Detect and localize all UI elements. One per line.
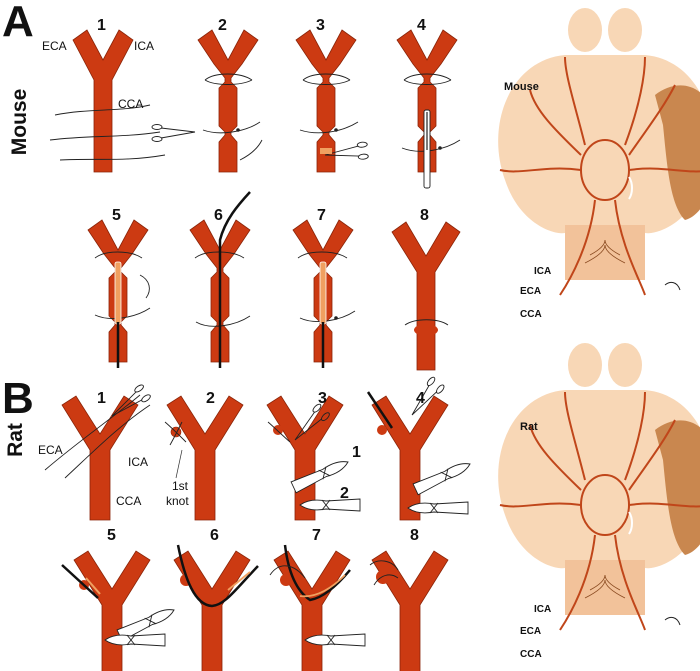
mouse-brain: Mouse ICA ECA CCA: [497, 7, 700, 320]
mouse-step-8: [391, 221, 461, 371]
mouse-brain-cca: CCA: [520, 309, 542, 320]
mouse-step-number-4: 4: [417, 17, 426, 34]
rat-step-4: [366, 375, 473, 521]
mouse-step-6: [189, 191, 251, 368]
rat-brain-ica: ICA: [534, 604, 551, 615]
rat-clamp-label-2: 2: [340, 485, 349, 502]
rat-step-8: [369, 550, 449, 671]
rat-knot-label-1: 1st: [172, 479, 189, 493]
rat-label-eca: ECA: [38, 443, 63, 457]
rat-label-cca: CCA: [116, 494, 141, 508]
mouse-step-number-1: 1: [97, 17, 106, 34]
rat-step-7: [269, 544, 366, 671]
mouse-label-eca: ECA: [42, 39, 67, 53]
rat-step-3: 1 2: [266, 395, 361, 521]
species-label-mouse: Mouse: [8, 89, 31, 156]
rat-step-number-2: 2: [206, 390, 215, 407]
mouse-step-number-6: 6: [214, 207, 223, 224]
rat-step-number-4: 4: [416, 390, 425, 407]
rat-clamp-label-1: 1: [352, 444, 361, 461]
panel-rat: B Rat ECA ICA CCA 1 1st knot 2: [2, 374, 473, 671]
rat-step-number-7: 7: [312, 527, 321, 544]
mouse-brain-ica: ICA: [534, 266, 551, 277]
mouse-step-7: [292, 219, 356, 368]
mouse-step-number-2: 2: [218, 17, 227, 34]
mouse-step-5: [87, 219, 151, 368]
rat-brain-cca: CCA: [520, 649, 542, 660]
mouse-step-3: [295, 29, 369, 173]
mouse-step-2: [197, 29, 263, 173]
mouse-step-number-5: 5: [112, 207, 121, 224]
rat-label-ica: ICA: [128, 455, 148, 469]
mouse-step-number-3: 3: [316, 17, 325, 34]
mouse-label-ica: ICA: [134, 39, 154, 53]
mouse-brain-title: Mouse: [504, 81, 539, 93]
panel-mouse: A Mouse ECA ICA CCA 1 2: [2, 0, 461, 371]
mouse-step-number-7: 7: [317, 207, 326, 224]
rat-step-number-8: 8: [410, 527, 419, 544]
mouse-step-1: ECA ICA CCA: [42, 29, 196, 173]
rat-knot-label-2: knot: [166, 494, 189, 508]
species-label-rat: Rat: [4, 423, 27, 457]
rat-step-number-1: 1: [97, 390, 106, 407]
rat-step-number-6: 6: [210, 527, 219, 544]
rat-step-number-3: 3: [318, 390, 327, 407]
mouse-step-number-8: 8: [420, 207, 429, 224]
rat-step-1: ECA ICA CCA: [38, 383, 152, 521]
rat-step-2: 1st knot: [164, 395, 244, 521]
panel-letter-b: B: [2, 374, 34, 423]
rat-brain: Rat ICA ECA CCA: [497, 342, 700, 660]
mouse-label-cca: CCA: [118, 97, 143, 111]
rat-step-6: [173, 544, 259, 671]
mouse-brain-eca: ECA: [520, 286, 541, 297]
rat-step-5: [61, 550, 177, 671]
rat-step-number-5: 5: [107, 527, 116, 544]
rat-brain-eca: ECA: [520, 626, 541, 637]
panel-letter-a: A: [2, 0, 34, 46]
mouse-step-4: [396, 29, 461, 189]
rat-brain-title: Rat: [520, 421, 538, 433]
